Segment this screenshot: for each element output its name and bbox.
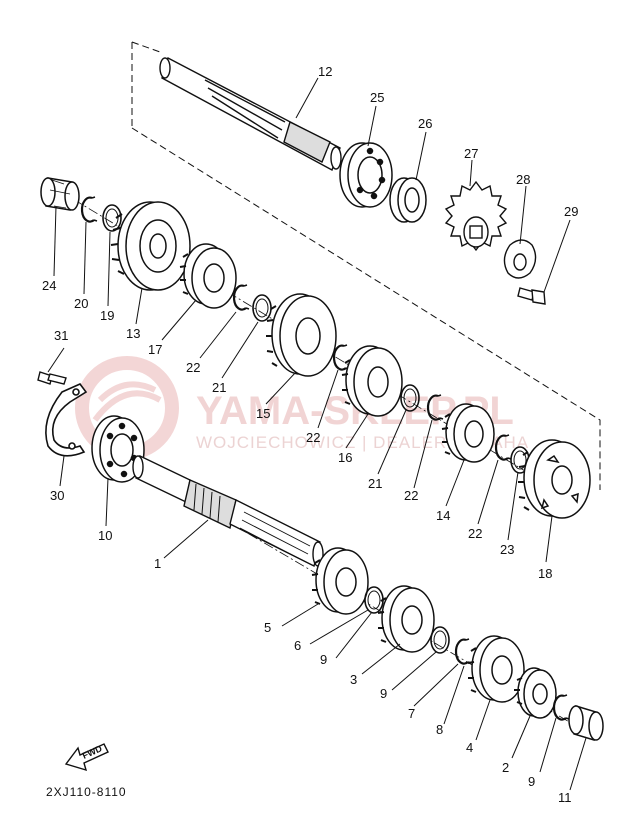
part-label-24: 24 bbox=[42, 278, 56, 293]
gear-17 bbox=[179, 243, 237, 309]
collar-26 bbox=[389, 177, 427, 223]
part-label-17: 17 bbox=[148, 342, 162, 357]
part-label-21-b: 21 bbox=[368, 476, 382, 491]
part-label-13: 13 bbox=[126, 326, 140, 341]
leader-lines bbox=[47, 77, 587, 791]
shaft-12 bbox=[159, 56, 342, 172]
gear-15 bbox=[266, 293, 337, 377]
sprocket-27 bbox=[444, 180, 508, 252]
diagram-code: 2XJ110-8110 bbox=[46, 785, 127, 799]
part-labels: 12 25 26 27 28 29 24 20 19 13 17 22 21 1… bbox=[42, 64, 578, 805]
part-label-7: 7 bbox=[408, 706, 415, 721]
part-label-10: 10 bbox=[98, 528, 112, 543]
part-label-20: 20 bbox=[74, 296, 88, 311]
part-label-11: 11 bbox=[558, 790, 572, 805]
part-label-9-b: 9 bbox=[380, 686, 387, 701]
fwd-arrow-icon: FWD bbox=[64, 743, 109, 772]
gear-14 bbox=[441, 403, 495, 463]
part-label-21-a: 21 bbox=[212, 380, 226, 395]
part-label-23: 23 bbox=[500, 542, 514, 557]
part-label-29: 29 bbox=[564, 204, 578, 219]
bracket-30 bbox=[45, 383, 88, 457]
part-label-8: 8 bbox=[436, 722, 443, 737]
part-label-25: 25 bbox=[370, 90, 384, 105]
part-label-22-b: 22 bbox=[306, 430, 320, 445]
part-label-30: 30 bbox=[50, 488, 64, 503]
circlip-22a bbox=[232, 283, 251, 311]
part-label-22-a: 22 bbox=[186, 360, 200, 375]
bearing-10 bbox=[91, 415, 145, 483]
part-label-27: 27 bbox=[464, 146, 478, 161]
part-label-14: 14 bbox=[436, 508, 450, 523]
part-label-26: 26 bbox=[418, 116, 432, 131]
gear-16 bbox=[341, 345, 403, 417]
washer-19 bbox=[102, 204, 122, 232]
part-label-1: 1 bbox=[154, 556, 161, 571]
bearing-25 bbox=[339, 142, 393, 208]
part-label-9-a: 9 bbox=[320, 652, 327, 667]
part-label-31: 31 bbox=[54, 328, 68, 343]
part-label-19: 19 bbox=[100, 308, 114, 323]
gear-13 bbox=[110, 201, 191, 291]
part-label-18: 18 bbox=[538, 566, 552, 581]
circlip-7 bbox=[454, 637, 473, 665]
gear-3 bbox=[377, 585, 435, 653]
watermark-subtitle: WOJCIECHOWICZ | DEALER YAMAHA bbox=[196, 433, 529, 452]
lock-washer-28 bbox=[503, 239, 537, 279]
part-label-2: 2 bbox=[502, 760, 509, 775]
gear-2 bbox=[514, 667, 557, 719]
gear-18 bbox=[518, 439, 591, 519]
needle-bearing-11 bbox=[568, 705, 604, 741]
part-label-9-c: 9 bbox=[528, 774, 535, 789]
gear-5 bbox=[311, 547, 369, 615]
part-label-22-c: 22 bbox=[404, 488, 418, 503]
screw-31 bbox=[37, 371, 67, 385]
washer-9a bbox=[364, 586, 384, 614]
washer-21a bbox=[252, 294, 272, 322]
part-label-6: 6 bbox=[294, 638, 301, 653]
main-shaft-1 bbox=[132, 454, 324, 568]
needle-bearing-24 bbox=[40, 177, 80, 211]
part-label-16: 16 bbox=[338, 450, 352, 465]
washer-9b bbox=[430, 626, 450, 654]
assembly-frame bbox=[131, 41, 601, 490]
circlip-9c bbox=[552, 693, 571, 721]
part-label-4: 4 bbox=[466, 740, 473, 755]
part-label-22-d: 22 bbox=[468, 526, 482, 541]
gear-4 bbox=[467, 635, 525, 703]
part-label-12: 12 bbox=[318, 64, 332, 79]
bolt-29 bbox=[517, 287, 546, 305]
part-label-5: 5 bbox=[264, 620, 271, 635]
part-label-15: 15 bbox=[256, 406, 270, 421]
part-label-28: 28 bbox=[516, 172, 530, 187]
part-label-3: 3 bbox=[350, 672, 357, 687]
